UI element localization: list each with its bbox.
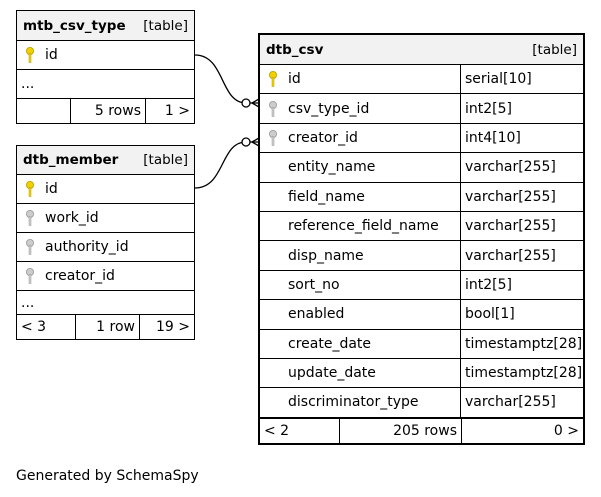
- column-row[interactable]: reference_field_name varchar[255]: [260, 211, 583, 242]
- table-name: dtb_member: [23, 152, 119, 168]
- column-spacer: [260, 153, 286, 181]
- column-spacer: [260, 359, 286, 387]
- column-name: id: [45, 47, 58, 63]
- column-row[interactable]: sort_no int2[5]: [260, 270, 583, 301]
- table-kind: [table]: [532, 41, 577, 58]
- table-header[interactable]: dtb_csv [table]: [260, 35, 583, 65]
- foreign-key-icon: [17, 233, 43, 261]
- column-name: id: [288, 71, 301, 88]
- footer-children[interactable]: 0 >: [461, 418, 583, 443]
- foreign-key-icon: [260, 94, 286, 122]
- primary-key-icon: [17, 41, 43, 69]
- column-name: sort_no: [288, 276, 340, 293]
- column-name: work_id: [45, 210, 99, 226]
- relation-line-csv-type: [194, 54, 258, 104]
- table-header[interactable]: mtb_csv_type [table]: [17, 11, 194, 41]
- column-name: creator_id: [45, 268, 115, 284]
- ellipsis: ...: [21, 294, 35, 311]
- column-type: varchar[255]: [460, 211, 583, 241]
- column-type: bool[1]: [460, 300, 583, 329]
- table-dtb-csv[interactable]: dtb_csv [table] id serial[10] csv_type_i…: [258, 33, 585, 445]
- table-name: mtb_csv_type: [23, 17, 126, 34]
- column-row[interactable]: disp_name varchar[255]: [260, 241, 583, 271]
- column-row[interactable]: field_name varchar[255]: [260, 182, 583, 212]
- column-spacer: [260, 330, 286, 358]
- schemaspy-credit: Generated by SchemaSpy: [16, 468, 199, 484]
- column-name: update_date: [288, 365, 376, 382]
- relation-line-creator: [194, 141, 258, 189]
- column-row[interactable]: id: [17, 175, 194, 204]
- relation-crowfoot-marker: [251, 98, 260, 108]
- foreign-key-icon: [17, 204, 43, 232]
- column-spacer: [260, 241, 286, 269]
- column-type: varchar[255]: [460, 153, 583, 182]
- column-type: timestamptz[28]: [460, 358, 583, 388]
- column-spacer: [260, 212, 286, 240]
- table-mtb-csv-type[interactable]: mtb_csv_type [table] id ... 5 rows 1 >: [16, 10, 195, 124]
- column-name: disp_name: [288, 247, 364, 264]
- column-type: timestamptz[28]: [460, 329, 583, 358]
- table-name: dtb_csv: [266, 41, 324, 58]
- column-type: varchar[255]: [460, 241, 583, 270]
- table-kind: [table]: [143, 152, 188, 168]
- column-name: csv_type_id: [288, 100, 370, 117]
- table-footer: < 3 1 row 19 >: [17, 315, 194, 339]
- column-row[interactable]: creator_id int4[10]: [260, 123, 583, 154]
- column-spacer: [260, 300, 286, 328]
- column-row[interactable]: work_id: [17, 204, 194, 233]
- column-row[interactable]: authority_id: [17, 233, 194, 262]
- column-name: create_date: [288, 335, 372, 352]
- column-row[interactable]: entity_name varchar[255]: [260, 153, 583, 183]
- more-columns-row: ...: [17, 291, 194, 315]
- column-name: enabled: [288, 306, 345, 323]
- column-name: creator_id: [288, 129, 358, 146]
- column-spacer: [260, 271, 286, 299]
- ellipsis: ...: [21, 76, 35, 92]
- column-row[interactable]: id serial[10]: [260, 65, 583, 95]
- footer-parents[interactable]: [17, 99, 70, 123]
- column-row[interactable]: creator_id: [17, 262, 194, 291]
- table-footer: 5 rows 1 >: [17, 99, 194, 123]
- more-columns-row: ...: [17, 70, 194, 99]
- column-type: serial[10]: [460, 65, 583, 94]
- footer-row-count: 205 rows: [339, 418, 461, 443]
- column-row[interactable]: update_date timestamptz[28]: [260, 358, 583, 389]
- column-row[interactable]: create_date timestamptz[28]: [260, 329, 583, 359]
- table-dtb-member[interactable]: dtb_member [table] id work_id authority_…: [16, 145, 195, 340]
- column-name: reference_field_name: [288, 218, 439, 235]
- footer-children[interactable]: 1 >: [145, 99, 194, 123]
- footer-parents[interactable]: < 2: [264, 422, 290, 439]
- column-spacer: [260, 388, 286, 416]
- primary-key-icon: [260, 65, 286, 93]
- footer-parents[interactable]: < 3: [21, 319, 47, 335]
- table-footer: < 2 205 rows 0 >: [260, 417, 583, 443]
- column-type: int4[10]: [460, 123, 583, 153]
- footer-children[interactable]: 19 >: [139, 315, 194, 339]
- column-name: authority_id: [45, 239, 129, 255]
- column-row[interactable]: enabled bool[1]: [260, 300, 583, 330]
- foreign-key-icon: [260, 124, 286, 152]
- column-name: id: [45, 181, 58, 197]
- footer-row-count: 5 rows: [70, 99, 145, 123]
- column-name: field_name: [288, 188, 365, 205]
- table-header[interactable]: dtb_member [table]: [17, 146, 194, 175]
- relation-optional-marker: [241, 98, 251, 108]
- column-type: int2[5]: [460, 94, 583, 123]
- column-row[interactable]: discriminator_type varchar[255]: [260, 388, 583, 418]
- footer-row-count: 1 row: [75, 315, 139, 339]
- table-kind: [table]: [143, 17, 188, 34]
- column-row[interactable]: id: [17, 41, 194, 70]
- relation-crowfoot-marker: [251, 137, 260, 147]
- foreign-key-icon: [17, 262, 43, 290]
- column-type: int2[5]: [460, 270, 583, 300]
- primary-key-icon: [17, 175, 43, 203]
- column-row[interactable]: csv_type_id int2[5]: [260, 94, 583, 124]
- column-name: discriminator_type: [288, 394, 419, 411]
- relation-optional-marker: [241, 137, 251, 147]
- column-type: varchar[255]: [460, 388, 583, 417]
- column-name: entity_name: [288, 159, 376, 176]
- column-type: varchar[255]: [460, 182, 583, 211]
- column-spacer: [260, 183, 286, 211]
